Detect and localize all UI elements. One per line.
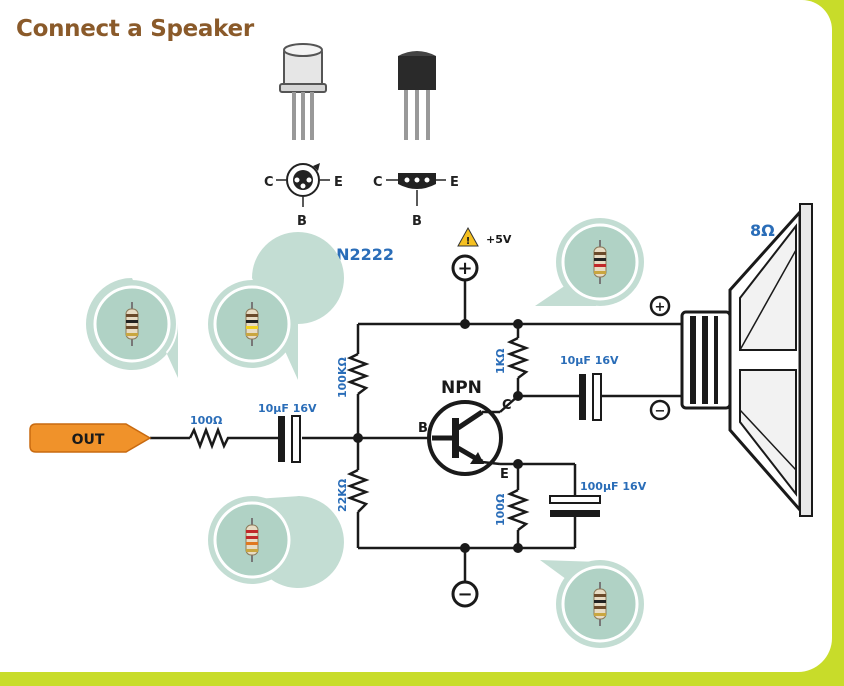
to18-pin-c-label: C (264, 175, 274, 190)
circuit-diagram: C E B C E B 2N2222 (29, 43, 813, 648)
to92-plastic-package-icon (398, 51, 436, 140)
speaker-negative-terminal-icon: − (649, 399, 671, 421)
part-number-label: 2N2222 (325, 245, 394, 264)
input-capacitor-label: 10μF 16V (258, 402, 317, 415)
emitter-capacitor-symbol (549, 495, 601, 517)
to92-pin-c-label: C (373, 175, 383, 190)
bias-top-resistor-label: 100KΩ (336, 357, 349, 398)
page-title: Connect a Speaker (16, 16, 254, 42)
base-pin-label: B (418, 421, 428, 436)
to18-pin-e-label: E (334, 175, 343, 190)
wiring (150, 280, 690, 582)
svg-text:−: − (655, 404, 666, 419)
speaker-impedance-label: 8Ω (750, 221, 775, 240)
output-capacitor-symbol (579, 373, 602, 421)
emitter-pin-label: E (500, 467, 509, 482)
collector-resistor-label: 1KΩ (494, 348, 507, 374)
resistor-bubble-emitter (540, 560, 644, 648)
bias-bottom-resistor-label: 22KΩ (336, 478, 349, 512)
output-tag: OUT (29, 423, 152, 453)
emitter-capacitor-label: 100μF 16V (580, 480, 647, 493)
warning-icon: ! (457, 226, 479, 247)
input-capacitor-symbol (278, 415, 301, 463)
ground-terminal-icon: − (451, 580, 479, 608)
speaker-positive-terminal-icon: + (649, 295, 671, 317)
to92-pin-e-label: E (450, 175, 459, 190)
to18-metal-can-icon (279, 43, 327, 140)
transistor-type-label: NPN (441, 378, 482, 398)
svg-text:+: + (457, 258, 472, 279)
supply-voltage-label: +5V (486, 233, 512, 246)
positive-supply-terminal-icon: + (451, 254, 479, 282)
output-capacitor-label: 10μF 16V (560, 354, 619, 367)
resistor-bubble-bias-bottom (208, 496, 344, 588)
collector-pin-label: C (502, 398, 512, 413)
to18-pinout-icon (276, 163, 330, 207)
speaker-icon (680, 203, 813, 517)
emitter-resistor-label: 100Ω (494, 493, 507, 526)
diagram-card: Connect a Speaker (0, 0, 832, 672)
svg-text:+: + (655, 300, 666, 315)
resistor-bubble-input (86, 278, 178, 378)
junction-dots (353, 319, 523, 553)
svg-text:OUT: OUT (72, 432, 105, 448)
npn-transistor-symbol (427, 400, 503, 476)
svg-text:!: ! (466, 236, 471, 247)
resistor-bubble-bias-top (208, 232, 344, 380)
to92-pin-b-label: B (412, 214, 422, 229)
svg-text:−: − (457, 584, 472, 605)
resistor-bubble-collector (535, 218, 644, 306)
to18-pin-b-label: B (297, 214, 307, 229)
input-resistor-label: 100Ω (190, 414, 223, 427)
to92-pinout-icon (386, 173, 446, 206)
